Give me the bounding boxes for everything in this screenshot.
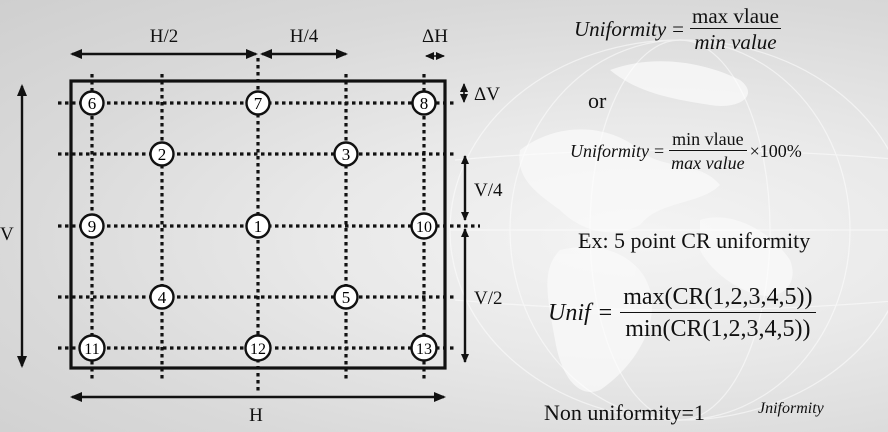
formula-numerator: min vlaue (672, 129, 744, 149)
formula-suffix: ×100% (749, 141, 802, 161)
point-label: 3 (342, 145, 351, 164)
formula-equals: = (672, 17, 685, 41)
example-text: Ex: 5 point CR uniformity (578, 228, 811, 253)
point-label: 7 (254, 94, 263, 113)
point-2: 2 (149, 141, 175, 167)
point-12: 12 (244, 334, 272, 362)
point-label: 6 (88, 94, 97, 113)
label-v-half: V/2 (474, 288, 503, 309)
formula-numerator: max(CR(1,2,3,4,5)) (623, 284, 813, 310)
point-label: 12 (250, 341, 266, 358)
or-text: or (588, 88, 607, 113)
formula-equals: = (654, 141, 665, 161)
point-label: 9 (88, 217, 97, 236)
formula-lhs: Uniformity (574, 17, 667, 41)
formula-lhs: Uniformity (570, 141, 649, 161)
formula-uniformity-max-min: Uniformity = max vlaue min value (574, 4, 781, 55)
label-v: V (0, 224, 14, 245)
point-1: 1 (245, 213, 271, 239)
formula-equals: = (598, 300, 613, 326)
point-4: 4 (149, 284, 175, 310)
measurement-points: 6 7 8 2 3 9 1 10 4 5 11 12 13 (78, 90, 438, 362)
point-11: 11 (78, 334, 106, 362)
label-delta-h: ΔH (422, 26, 448, 47)
point-label: 11 (84, 341, 99, 358)
label-h: H (249, 405, 263, 426)
formula-cr-uniformity: Unif = max(CR(1,2,3,4,5)) min(CR(1,2,3,4… (548, 282, 816, 345)
point-label: 10 (416, 219, 432, 236)
point-label: 8 (420, 94, 429, 113)
formula-denominator: min value (694, 30, 777, 54)
non-uniformity-tail-text: Jniformity (758, 400, 824, 417)
point-13: 13 (410, 334, 438, 362)
label-v-quarter: V/4 (474, 180, 503, 201)
point-label: 1 (254, 217, 263, 236)
point-3: 3 (333, 141, 359, 167)
label-delta-v: ΔV (474, 84, 500, 105)
non-uniformity-text: Non uniformity=1 (544, 400, 705, 425)
point-7: 7 (245, 90, 271, 116)
label-h-half: H/2 (150, 26, 179, 47)
point-10: 10 (410, 212, 438, 240)
point-label: 2 (158, 145, 167, 164)
panel-outline (69, 79, 447, 370)
point-6: 6 (79, 90, 105, 116)
point-5: 5 (333, 284, 359, 310)
point-label: 4 (158, 288, 167, 307)
point-label: 5 (342, 288, 351, 307)
formula-denominator: max value (671, 153, 745, 173)
point-9: 9 (79, 213, 105, 239)
formula-fraction: min vlaue max value (669, 128, 747, 175)
formula-fraction: max(CR(1,2,3,4,5)) min(CR(1,2,3,4,5)) (620, 282, 816, 345)
formula-numerator: max vlaue (692, 4, 779, 28)
label-h-quarter: H/4 (290, 26, 319, 47)
point-label: 13 (416, 341, 432, 358)
grid-lines (58, 58, 480, 392)
point-8: 8 (411, 90, 437, 116)
formula-lhs: Unif (548, 300, 591, 326)
formula-fraction: max vlaue min value (690, 4, 781, 55)
formula-denominator: min(CR(1,2,3,4,5)) (625, 316, 811, 342)
formula-uniformity-min-max: Uniformity = min vlaue max value ×100% (570, 128, 802, 175)
